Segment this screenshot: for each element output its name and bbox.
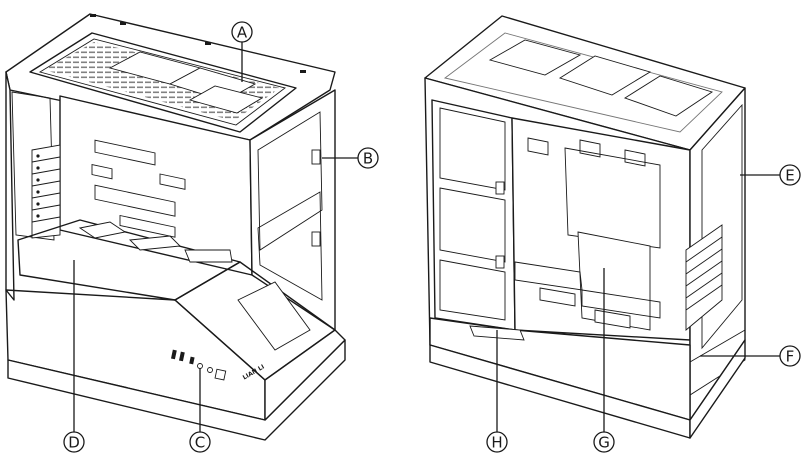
case-front-view: LIAN LI [6,14,345,440]
svg-text:G: G [598,434,610,452]
svg-text:A: A [237,24,248,42]
fan-bracket-column [432,100,515,330]
svg-text:H: H [491,434,502,452]
svg-text:F: F [786,348,795,366]
svg-text:B: B [363,150,373,168]
callout-E: E [740,165,800,185]
front-io-panel [171,350,226,380]
callout-D: D [64,260,84,452]
front-badge-text: LIAN LI [242,363,266,381]
pci-slots [32,145,60,238]
svg-text:C: C [195,434,205,452]
svg-text:E: E [785,167,794,185]
svg-text:D: D [68,434,80,452]
case-rear-view [425,16,745,438]
